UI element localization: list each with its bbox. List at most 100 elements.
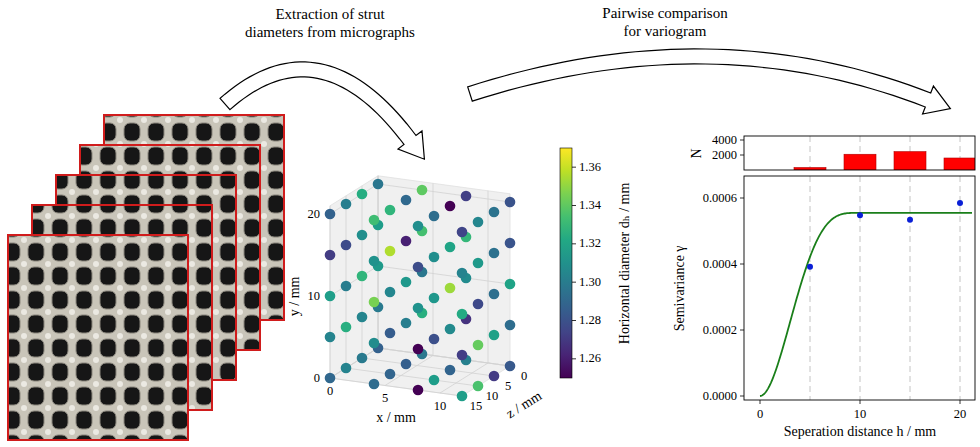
data-point: [473, 217, 484, 228]
data-point: [457, 309, 468, 320]
axis-tick: 2000: [712, 148, 737, 163]
colorbar-tick: 1.28: [579, 313, 601, 328]
axis-tick: 0.0006: [703, 191, 737, 206]
data-point: [445, 201, 456, 212]
axis-title: Semivariance γ: [672, 245, 689, 331]
colorbar-tick: 1.30: [579, 275, 601, 290]
axis-tick: 0: [757, 407, 763, 422]
data-point: [429, 211, 440, 222]
tick-mark: [960, 400, 961, 404]
data-point: [413, 221, 424, 232]
data-point: [373, 179, 384, 190]
axis-tick: 0.0002: [703, 323, 737, 338]
data-point: [369, 256, 380, 267]
data-point: [807, 264, 813, 270]
step-caption: Pairwise comparison for variogram: [602, 4, 728, 40]
axis-tick: 15: [470, 399, 483, 414]
count-bar: [844, 154, 876, 170]
tick-mark: [740, 330, 744, 331]
model-curve: [760, 213, 972, 396]
tick-mark: [572, 243, 576, 244]
data-point: [445, 242, 456, 253]
data-point: [369, 297, 380, 308]
axis-title: z / mm: [503, 388, 545, 423]
data-point: [325, 209, 336, 220]
data-point: [457, 227, 468, 238]
tick-mark: [572, 205, 576, 206]
grid-line: [378, 348, 510, 366]
axes-frame: [744, 136, 975, 170]
data-point: [489, 330, 500, 341]
data-point: [401, 318, 412, 329]
data-point: [429, 334, 440, 345]
tick-mark: [572, 320, 576, 321]
count-bar: [944, 158, 975, 170]
data-point: [413, 344, 424, 355]
data-point: [357, 189, 368, 200]
axis-title: y / mm: [288, 276, 305, 316]
data-point: [457, 391, 468, 402]
data-point: [489, 289, 500, 300]
data-point: [489, 248, 500, 259]
axis-tick: 20: [308, 207, 321, 222]
data-point: [357, 230, 368, 241]
data-point: [401, 277, 412, 288]
data-point: [957, 200, 963, 206]
data-point: [445, 283, 456, 294]
axis-tick: 10: [854, 407, 867, 422]
data-point: [489, 371, 500, 382]
plot-pane: [330, 176, 378, 378]
data-point: [857, 212, 863, 218]
grid-line: [362, 358, 494, 376]
data-point: [505, 320, 516, 331]
data-point: [417, 185, 428, 196]
grid-line: [330, 348, 378, 378]
axis-tick: 0.0000: [703, 389, 737, 404]
step-caption: Extraction of strut diameters from micro…: [245, 5, 415, 41]
tick-mark: [760, 400, 761, 404]
plot-pane: [378, 176, 510, 366]
grid-line: [385, 356, 433, 386]
data-point: [385, 205, 396, 216]
grid-line: [488, 191, 489, 363]
axis-tick: 0.0004: [703, 257, 737, 272]
tick-mark: [572, 282, 576, 283]
data-point: [413, 385, 424, 396]
data-point: [369, 215, 380, 226]
axis-title: N: [689, 148, 706, 158]
axis-tick: 5: [505, 379, 511, 394]
data-point: [505, 197, 516, 208]
data-point: [357, 353, 368, 364]
grid-line: [330, 184, 378, 214]
axis-tick: 10: [486, 389, 499, 404]
colorbar-tick: 1.32: [579, 236, 601, 251]
data-point: [325, 291, 336, 302]
axis-tick: 10: [434, 399, 447, 414]
colorbar-tick: 1.34: [579, 198, 601, 213]
data-point: [385, 246, 396, 257]
tick-mark: [740, 155, 744, 156]
tick-mark: [572, 358, 576, 359]
guide-line: [910, 176, 911, 400]
process-arrow: [220, 62, 424, 159]
axis-tick: 5: [382, 391, 388, 406]
data-point: [369, 379, 380, 390]
axis-title: x / mm: [376, 410, 416, 427]
data-point: [505, 361, 516, 372]
grid-line: [440, 363, 488, 393]
data-point: [473, 340, 484, 351]
guide-line: [810, 176, 811, 400]
axis-title: Seperation distance h / mm: [784, 424, 936, 441]
colorbar-title: Horizontal diameter dₕ / mm: [618, 182, 635, 344]
data-point: [473, 299, 484, 310]
data-point: [325, 373, 336, 384]
data-point: [445, 365, 456, 376]
data-point: [341, 281, 352, 292]
process-arrow: [468, 49, 951, 114]
colorbar-tick: 1.36: [579, 160, 601, 175]
data-point: [461, 191, 472, 202]
grid-line: [330, 266, 378, 296]
data-point: [429, 252, 440, 263]
data-point: [401, 359, 412, 370]
